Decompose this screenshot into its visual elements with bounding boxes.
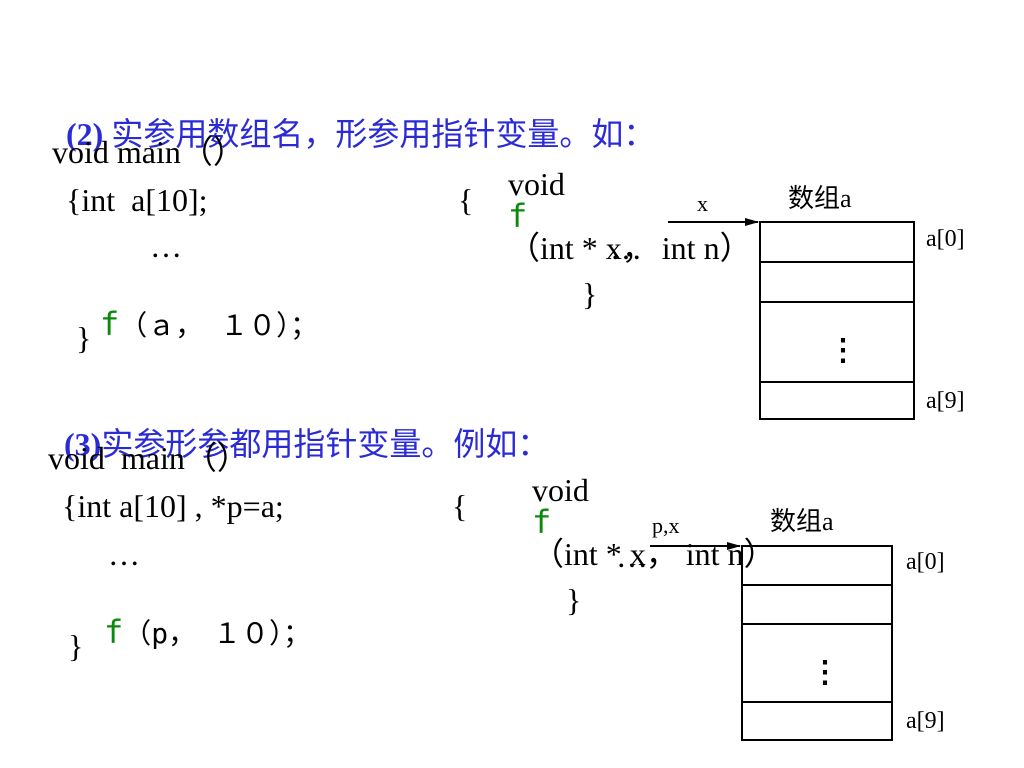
section3-func-params: （int * x， int n）	[532, 536, 776, 572]
section3-array-label: 数组a	[770, 507, 834, 536]
section2-main-dots: …	[150, 228, 182, 264]
section2-main-close: }	[76, 320, 92, 356]
section2-call-args: （ａ， １０）；	[119, 309, 319, 342]
section2-title: 实参用数组名，形参用指针变量。如：	[103, 116, 656, 152]
section3-heading: (3)实参形参都用指针变量。例如：	[48, 396, 549, 460]
section2-array-box	[759, 221, 915, 420]
section2-array-ellipsis: ⋮	[828, 334, 858, 367]
section3-main-line1: {int a[10] , *p=a;	[62, 488, 284, 524]
section2-number: (2)	[66, 116, 104, 152]
section3-main-call: f（p， １０）；	[88, 584, 311, 648]
section3-pointer-label: p,x	[652, 513, 680, 538]
section3-call-args: （p， １０）；	[123, 617, 311, 650]
section3-main-dots: …	[108, 536, 140, 572]
section2-first-element-label: a[0]	[926, 226, 965, 252]
section2-array-diagram: x 数组a ⋮ a[0] a[9]	[668, 184, 965, 420]
section3-func-f: f	[532, 503, 552, 541]
section2-call-f: f	[100, 305, 120, 343]
section3-func-close: }	[566, 582, 582, 618]
section2-main-line1: {int a[10];	[66, 182, 208, 218]
section3-func-open: {	[452, 488, 468, 524]
section2-main-signature: void main（）	[52, 134, 245, 170]
section2-func-signature: void f （int * x， int n）	[492, 136, 752, 264]
section3-func-void: void	[532, 472, 589, 508]
section3-first-element-label: a[0]	[906, 549, 945, 575]
section2-func-dots: …	[610, 230, 642, 266]
section3-last-element-label: a[9]	[906, 708, 945, 734]
section2-array-label: 数组a	[788, 184, 852, 213]
section3-main-signature: void main（）	[48, 440, 249, 476]
section2-func-open: {	[458, 182, 474, 218]
section3-number: (3)	[64, 426, 102, 462]
section3-array-ellipsis: ⋮	[810, 656, 840, 689]
section2-func-close: }	[582, 276, 598, 312]
section3-func-signature: void f （int * x， int n）	[516, 442, 776, 570]
section2-func-void: void	[508, 166, 565, 202]
section2-main-call: f（ａ， １０）；	[84, 276, 318, 340]
section3-main-close: }	[68, 628, 84, 664]
section3-title: 实参形参都用指针变量。例如：	[101, 426, 550, 462]
section2-func-f: f	[508, 197, 528, 235]
section3-func-dots: …	[616, 538, 648, 574]
section2-pointer-label: x	[697, 191, 708, 216]
section2-last-element-label: a[9]	[926, 388, 965, 414]
section3-array-box	[741, 545, 893, 741]
section2-heading: (2) 实参用数组名，形参用指针变量。如：	[50, 86, 655, 150]
section3-array-diagram: p,x 数组a ⋮ a[0] a[9]	[650, 507, 945, 741]
section3-call-f: f	[104, 613, 124, 651]
section2-func-params: （int * x， int n）	[508, 230, 752, 266]
